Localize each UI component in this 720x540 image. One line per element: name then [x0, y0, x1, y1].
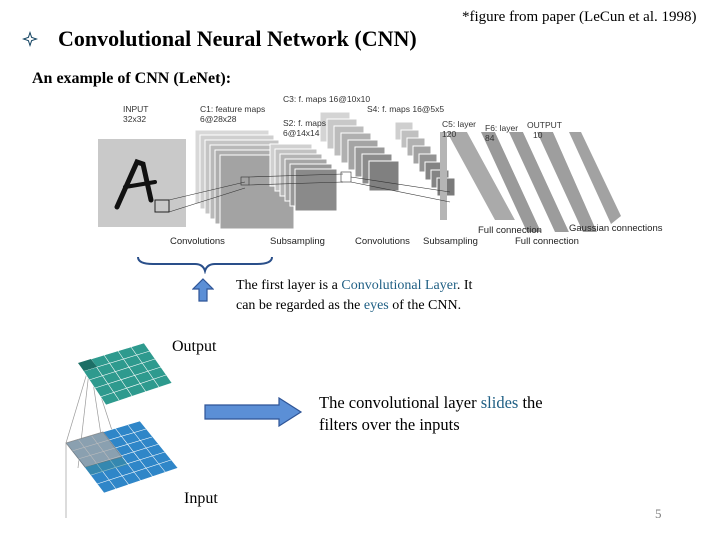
s2-feature-maps	[269, 143, 338, 212]
op-subsampling-1: Subsampling	[270, 236, 325, 247]
op-full-connection-1: Full connection	[478, 225, 542, 236]
lenet-architecture-figure: INPUT 32x32 C1: feature maps 6@28x28 C3:…	[98, 94, 663, 247]
input-image	[98, 139, 186, 227]
op-subsampling-2: Subsampling	[423, 236, 478, 247]
output-layer-label: OUTPUT	[527, 120, 562, 130]
callout-highlight-convolutional-layer: Convolutional Layer	[341, 278, 457, 293]
curly-brace-icon	[137, 256, 273, 274]
op-full-connection-2: Full connection	[515, 236, 579, 247]
section-subtitle: An example of CNN (LeNet):	[32, 70, 232, 87]
c5-layer	[440, 132, 447, 220]
slides-text-line-2: filters over the inputs	[319, 415, 460, 434]
first-layer-callout: The first layer is a Convolutional Layer…	[236, 276, 472, 316]
convolution-grid-illustration	[65, 342, 179, 518]
input-dims: 32x32	[123, 114, 146, 124]
slides-text-2: the	[518, 393, 543, 412]
title-row: Convolutional Neural Network (CNN)	[22, 26, 417, 52]
callout-text-2: . It	[456, 278, 473, 293]
c3-label: C3: f. maps 16@10x10	[283, 94, 370, 104]
slides-text-1: The convolutional layer	[319, 393, 481, 412]
op-convolutions-1: Convolutions	[170, 236, 225, 247]
c3-feature-maps	[319, 111, 400, 192]
c5-label: C5: layer	[442, 119, 476, 129]
figure-citation: *figure from paper (LeCun et al. 1998)	[462, 9, 697, 25]
s4-label: S4: f. maps 16@5x5	[367, 104, 444, 114]
callout-text-3: can be regarded as the	[236, 298, 364, 313]
output-label: Output	[172, 338, 217, 355]
output-layer-dims: 10	[533, 130, 543, 140]
f6-dims: 84	[485, 133, 495, 143]
op-gaussian-connections: Gaussian connections	[569, 223, 663, 234]
c1-feature-maps	[194, 129, 295, 230]
sliding-explanation: The convolutional layer slides the filte…	[319, 392, 543, 436]
input-label: INPUT	[123, 104, 149, 114]
slide-title: Convolutional Neural Network (CNN)	[58, 26, 417, 51]
page-number: 5	[655, 506, 662, 521]
op-convolutions-2: Convolutions	[355, 236, 410, 247]
right-arrow-icon	[204, 397, 303, 427]
callout-text-4: of the CNN.	[388, 298, 462, 313]
c5-dims: 120	[442, 129, 456, 139]
output-grid	[77, 342, 173, 406]
connection-lines	[168, 171, 451, 213]
f6-label: F6: layer	[485, 123, 518, 133]
s2-dims: 6@14x14	[283, 128, 320, 138]
input-grid	[65, 420, 179, 494]
up-arrow-icon	[192, 278, 214, 302]
slides-highlight: slides	[480, 393, 519, 412]
c1-label: C1: feature maps	[200, 104, 265, 114]
f6-output-layers	[447, 132, 621, 232]
callout-highlight-eyes: eyes	[363, 298, 389, 313]
c1-dims: 6@28x28	[200, 114, 237, 124]
s2-label: S2: f. maps	[283, 118, 326, 128]
input-label: Input	[184, 490, 218, 507]
diamond-bullet-icon	[22, 31, 38, 47]
callout-text-1: The first layer is a	[236, 278, 342, 293]
